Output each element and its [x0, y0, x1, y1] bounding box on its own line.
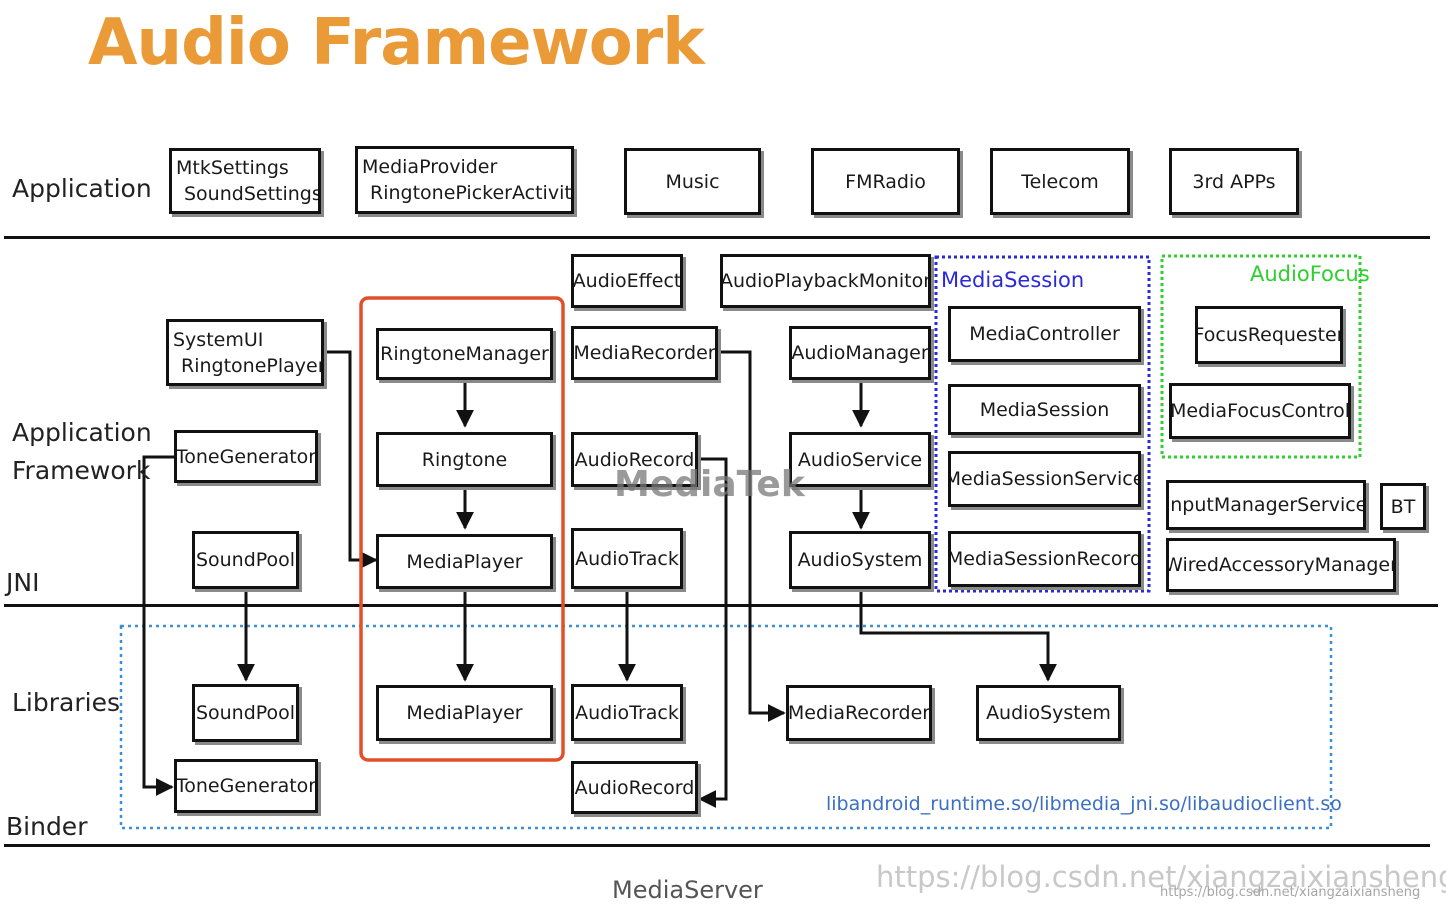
- layer-label-application: Application: [12, 174, 152, 203]
- box-audio-system: AudioSystem: [789, 531, 931, 589]
- box-mtk-settings-line2: SoundSettings: [184, 183, 321, 205]
- box-sound-pool: SoundPool: [192, 531, 299, 589]
- arrow-systemui-to-mediaplayer: [324, 350, 378, 569]
- box-focus-requester: FocusRequester: [1195, 306, 1343, 364]
- box-ringtone-manager: RingtoneManager: [376, 328, 553, 380]
- media-session-group-label: MediaSession: [941, 268, 1085, 292]
- box-systemui-line1: SystemUI: [173, 328, 264, 351]
- box-lib-media-recorder: MediaRecorder: [786, 685, 932, 741]
- binder-layer-divider: [4, 844, 1430, 847]
- layer-label-application-framework-line2: Framework: [12, 456, 151, 485]
- box-audio-manager: AudioManager: [789, 326, 931, 380]
- library-path-caption: libandroid_runtime.so/libmedia_jni.so/li…: [826, 793, 1342, 815]
- box-media-session-service: MediaSessionService: [948, 451, 1141, 507]
- arrow-mediarecorder-to-lib-mediarecorder: [718, 350, 786, 722]
- box-lib-audio-system: AudioSystem: [976, 685, 1121, 741]
- box-wired-accessory-manager: WiredAccessoryManager: [1166, 538, 1396, 592]
- box-3rd-apps: 3rd APPs: [1169, 148, 1299, 215]
- media-session-group-frame: [934, 255, 1151, 593]
- box-media-player: MediaPlayer: [376, 534, 553, 589]
- layer-label-binder: Binder: [6, 812, 88, 841]
- box-media-provider-line1: MediaProvider: [362, 156, 498, 178]
- box-lib-tone-generator: ToneGenerator: [174, 759, 318, 813]
- blog-url-watermark-small: https://blog.csdn.net/xiangzaixiansheng: [1160, 885, 1421, 900]
- box-telecom: Telecom: [990, 148, 1130, 215]
- box-lib-audio-record: AudioRecord: [571, 761, 698, 814]
- layer-label-jni: JNI: [6, 568, 40, 597]
- arrow-audiosystem-to-lib-audiosystem: [859, 589, 1057, 682]
- box-audio-effect: AudioEffect: [571, 254, 683, 308]
- box-lib-sound-pool: SoundPool: [192, 684, 299, 742]
- jni-layer-divider: [4, 604, 1438, 607]
- box-systemui-ringtoneplayer: SystemUI RingtonePlayer: [166, 319, 324, 386]
- box-media-focus-control: MediaFocusControl: [1169, 383, 1351, 439]
- box-media-provider: MediaProvider RingtonePickerActivity: [355, 146, 574, 214]
- box-audio-record: AudioRecord: [571, 432, 698, 487]
- layer-label-application-framework-line1: Application: [12, 418, 152, 447]
- audio-focus-group-label: AudioFocus: [1250, 262, 1370, 286]
- box-input-manager-service: InputManagerService: [1166, 480, 1366, 530]
- box-media-session-record: MediaSessionRecord: [948, 531, 1141, 587]
- box-media-session: MediaSession: [948, 384, 1141, 435]
- box-lib-media-player: MediaPlayer: [376, 685, 553, 741]
- blog-url-watermark-large: https://blog.csdn.net/xiangzaixiansheng: [876, 860, 1446, 894]
- box-audio-track: AudioTrack: [571, 528, 683, 589]
- box-lib-audio-track: AudioTrack: [571, 684, 683, 741]
- arrow-tonegenerator-to-lib-tonegenerator: [142, 455, 174, 796]
- media-server-label: MediaServer: [612, 876, 763, 904]
- box-audio-service: AudioService: [789, 432, 931, 487]
- box-bt: BT: [1380, 483, 1426, 530]
- application-layer-divider: [4, 236, 1430, 239]
- box-ringtone: Ringtone: [376, 432, 553, 487]
- layer-label-application-framework: Application Framework: [12, 414, 152, 490]
- box-systemui-line2: RingtonePlayer: [181, 354, 324, 377]
- diagram-title: Audio Framework: [88, 6, 705, 80]
- box-mtk-settings: MtkSettings SoundSettings: [169, 148, 321, 214]
- box-tone-generator: ToneGenerator: [174, 430, 318, 483]
- arrow-audiorecord-to-lib-audiorecord: [698, 457, 728, 808]
- box-mtk-settings-line1: MtkSettings: [176, 157, 289, 179]
- box-audio-playback-monitor: AudioPlaybackMonitor: [720, 254, 931, 308]
- box-media-recorder: MediaRecorder: [571, 326, 718, 380]
- box-fm-radio: FMRadio: [811, 148, 960, 215]
- layer-label-libraries: Libraries: [12, 688, 120, 717]
- audio-focus-group-frame: [1160, 254, 1362, 459]
- mediatek-watermark: MediaTek: [614, 464, 805, 505]
- box-media-provider-line2: RingtonePickerActivity: [370, 182, 574, 204]
- box-media-controller: MediaController: [948, 306, 1141, 362]
- box-music: Music: [624, 148, 761, 215]
